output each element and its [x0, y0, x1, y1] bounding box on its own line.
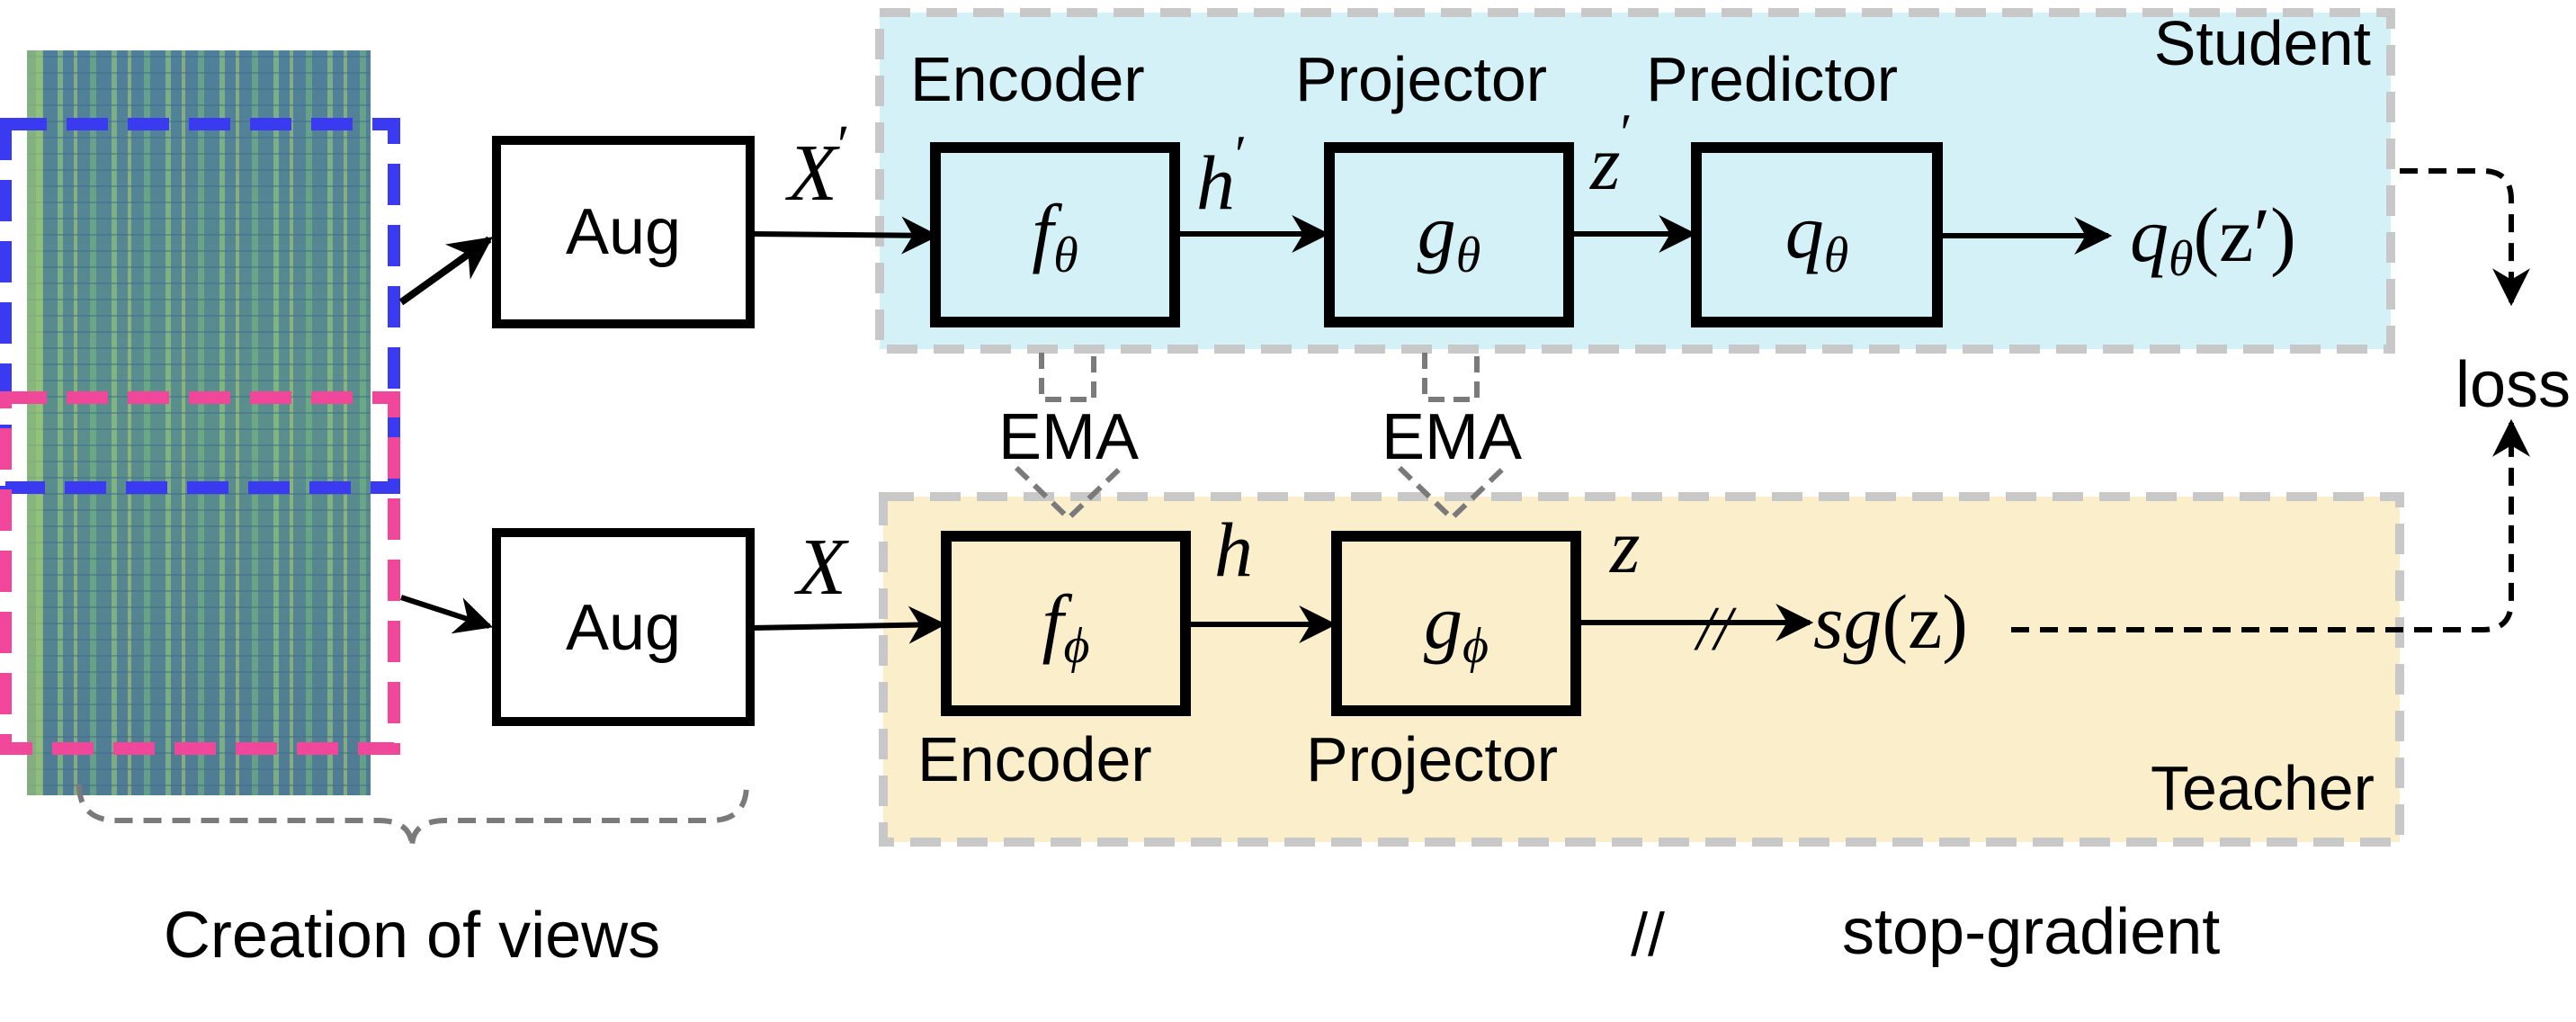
g-phi-label: gϕ — [1424, 578, 1489, 674]
spectrogram-texture — [27, 50, 371, 795]
spectrogram — [27, 50, 371, 795]
teacher-encoder-box: fϕ — [941, 531, 1191, 716]
view-crop-pink — [0, 391, 400, 755]
z-label: z — [1609, 503, 1640, 589]
aug-to-encoder-top-arrow — [749, 216, 940, 255]
views-brace — [76, 784, 749, 848]
projector-bottom-label: Projector — [1306, 724, 1558, 794]
stop-gradient-legend-label: stop-gradient — [1842, 896, 2220, 968]
stop-gradient-mark: // — [1694, 595, 1737, 664]
f-theta-label: fθ — [1032, 188, 1078, 283]
student-output-label: qθ(z′) — [2130, 192, 2296, 287]
aug-bottom-label: Aug — [566, 592, 681, 664]
view-to-aug-top-arrow — [398, 236, 493, 306]
x-label: X — [794, 523, 849, 612]
encoder-top-label: Encoder — [910, 44, 1145, 114]
g-theta-label: gθ — [1418, 188, 1481, 283]
h-label: h — [1214, 507, 1253, 593]
z-prime-label: z′ — [1589, 103, 1632, 206]
teacher-label: Teacher — [2151, 753, 2375, 823]
student-encoder-box: fθ — [930, 142, 1180, 327]
student-to-loss-path — [2400, 168, 2530, 307]
aug-top-label: Aug — [566, 196, 681, 268]
aug-box-top: Aug — [492, 136, 755, 328]
teacher-to-loss-path — [2011, 418, 2530, 632]
ema-right-label: EMA — [1382, 401, 1522, 473]
aug-to-encoder-bottom-arrow — [749, 605, 947, 644]
teacher-group: Teacher — [879, 492, 2404, 847]
ema-left-label: EMA — [998, 401, 1139, 473]
predictor-top-label: Predictor — [1646, 44, 1898, 114]
encoder-bottom-label: Encoder — [917, 724, 1152, 794]
student-predictor-box: qθ — [1691, 142, 1943, 327]
student-projector-box: gθ — [1324, 142, 1574, 327]
view-crop-blue — [0, 118, 400, 494]
f-phi-label: fϕ — [1042, 578, 1090, 674]
view-to-aug-bottom-arrow — [400, 595, 493, 634]
projector-top-label: Projector — [1295, 44, 1547, 114]
teacher-projector-box: gϕ — [1331, 531, 1581, 716]
student-label: Student — [2154, 8, 2371, 78]
x-prime-label: X′ — [785, 115, 850, 218]
sg-output-label: sg(z) — [1813, 578, 1968, 665]
q-theta-label: qθ — [1785, 188, 1849, 283]
aug-box-bottom: Aug — [492, 528, 755, 726]
creation-of-views-label: Creation of views — [164, 900, 660, 972]
loss-label: loss — [2455, 349, 2571, 421]
stop-gradient-legend-symbol: // — [1631, 901, 1665, 969]
h-prime-label: h′ — [1196, 125, 1247, 226]
